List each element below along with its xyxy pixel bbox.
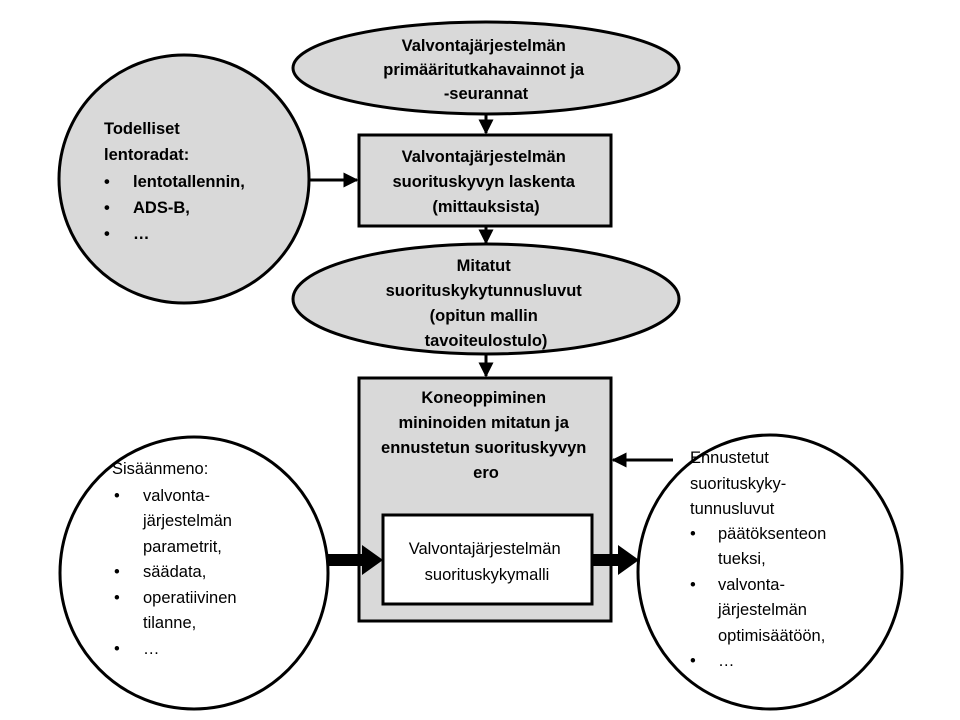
flight-bullet-item: ADS-B, xyxy=(133,199,190,217)
output-heading-line: suorituskyky- xyxy=(690,475,786,493)
bullet-glyph: • xyxy=(690,525,696,543)
model-box xyxy=(381,513,594,606)
flight-heading: Todelliset lentoradat: xyxy=(104,120,189,164)
input-bullet-item: valvonta- xyxy=(143,487,210,505)
input-bullet-item: säädata, xyxy=(143,563,206,581)
top-ellipse-line: -seurannat xyxy=(444,85,529,103)
flight-heading-line: Todelliset xyxy=(104,120,180,138)
flight-bullet-item: … xyxy=(133,225,150,243)
calc-box xyxy=(357,133,613,228)
top-ellipse-line: primääritutkahavainnot ja xyxy=(383,61,585,79)
ml-box-line: mininoiden mitatun ja xyxy=(398,414,569,432)
output-bullet-item: päätöksenteon xyxy=(718,525,826,543)
output-heading-line: Ennustetut xyxy=(690,449,769,467)
bullet-glyph: • xyxy=(690,576,696,594)
input-bullet-item: … xyxy=(143,640,160,658)
calc-box-line: suorituskyvyn laskenta xyxy=(392,173,575,191)
output-bullet-item: … xyxy=(718,652,735,670)
flight-heading-line: lentoradat: xyxy=(104,146,189,164)
model-box-line: Valvontajärjestelmän xyxy=(409,540,561,558)
input-bullets: • valvonta- järjestelmän parametrit, • s… xyxy=(114,487,241,658)
flight-bullets: • lentotallennin, • ADS-B, • … xyxy=(104,173,249,243)
ml-box-line: ero xyxy=(473,464,499,482)
output-circle xyxy=(636,433,904,711)
top-ellipse-line: Valvontajärjestelmän xyxy=(402,37,566,55)
input-bullet-item: tilanne, xyxy=(143,614,196,632)
output-heading: Ennustetut suorituskyky- tunnusluvut xyxy=(690,449,791,518)
measured-line: Mitatut xyxy=(457,257,512,275)
input-bullet-item: parametrit, xyxy=(143,538,222,556)
output-heading-line: tunnusluvut xyxy=(690,500,775,518)
bullet-glyph: • xyxy=(114,487,120,505)
output-bullet-item: valvonta- xyxy=(718,576,785,594)
bullet-glyph: • xyxy=(114,563,120,581)
calc-box-line: (mittauksista) xyxy=(432,198,539,216)
measured-line: (opitun mallin xyxy=(430,307,538,325)
measured-line: tavoiteulostulo) xyxy=(425,332,548,350)
input-circle xyxy=(58,435,330,711)
measured-line: suorituskykytunnusluvut xyxy=(386,282,583,300)
ml-box-line: ennustetun suorituskyvyn xyxy=(381,439,586,457)
bullet-glyph: • xyxy=(690,652,696,670)
model-box-line: suorituskykymalli xyxy=(425,566,550,584)
calc-box-text: Valvontajärjestelmän suorituskyvyn laske… xyxy=(392,148,579,216)
calc-box-line: Valvontajärjestelmän xyxy=(402,148,566,166)
top-ellipse-text: Valvontajärjestelmän primääritutkahavain… xyxy=(383,37,588,103)
output-bullet-item: tueksi, xyxy=(718,550,766,568)
model-box-text: Valvontajärjestelmän suorituskykymalli xyxy=(409,540,566,584)
thick-arrow-model-to-output xyxy=(592,545,639,575)
output-bullets: • päätöksenteon tueksi, • valvonta- järj… xyxy=(690,525,831,670)
bullet-glyph: • xyxy=(104,199,110,217)
ml-box-line: Koneoppiminen xyxy=(421,389,546,407)
ml-box-text: Koneoppiminen mininoiden mitatun ja ennu… xyxy=(381,389,591,482)
input-bullet-item: operatiivinen xyxy=(143,589,237,607)
input-heading-line: Sisäänmeno: xyxy=(112,460,208,478)
input-bullet-item: järjestelmän xyxy=(142,512,232,530)
thick-arrow-input-to-model xyxy=(328,545,383,575)
output-bullet-item: optimisäätöön, xyxy=(718,627,825,645)
input-heading: Sisäänmeno: xyxy=(112,460,208,478)
bullet-glyph: • xyxy=(104,173,110,191)
bullet-glyph: • xyxy=(114,640,120,658)
flight-bullet-item: lentotallennin, xyxy=(133,173,245,191)
bullet-glyph: • xyxy=(104,225,110,243)
output-bullet-item: järjestelmän xyxy=(717,601,807,619)
measured-ellipse-text: Mitatut suorituskykytunnusluvut (opitun … xyxy=(386,257,587,350)
bullet-glyph: • xyxy=(114,589,120,607)
